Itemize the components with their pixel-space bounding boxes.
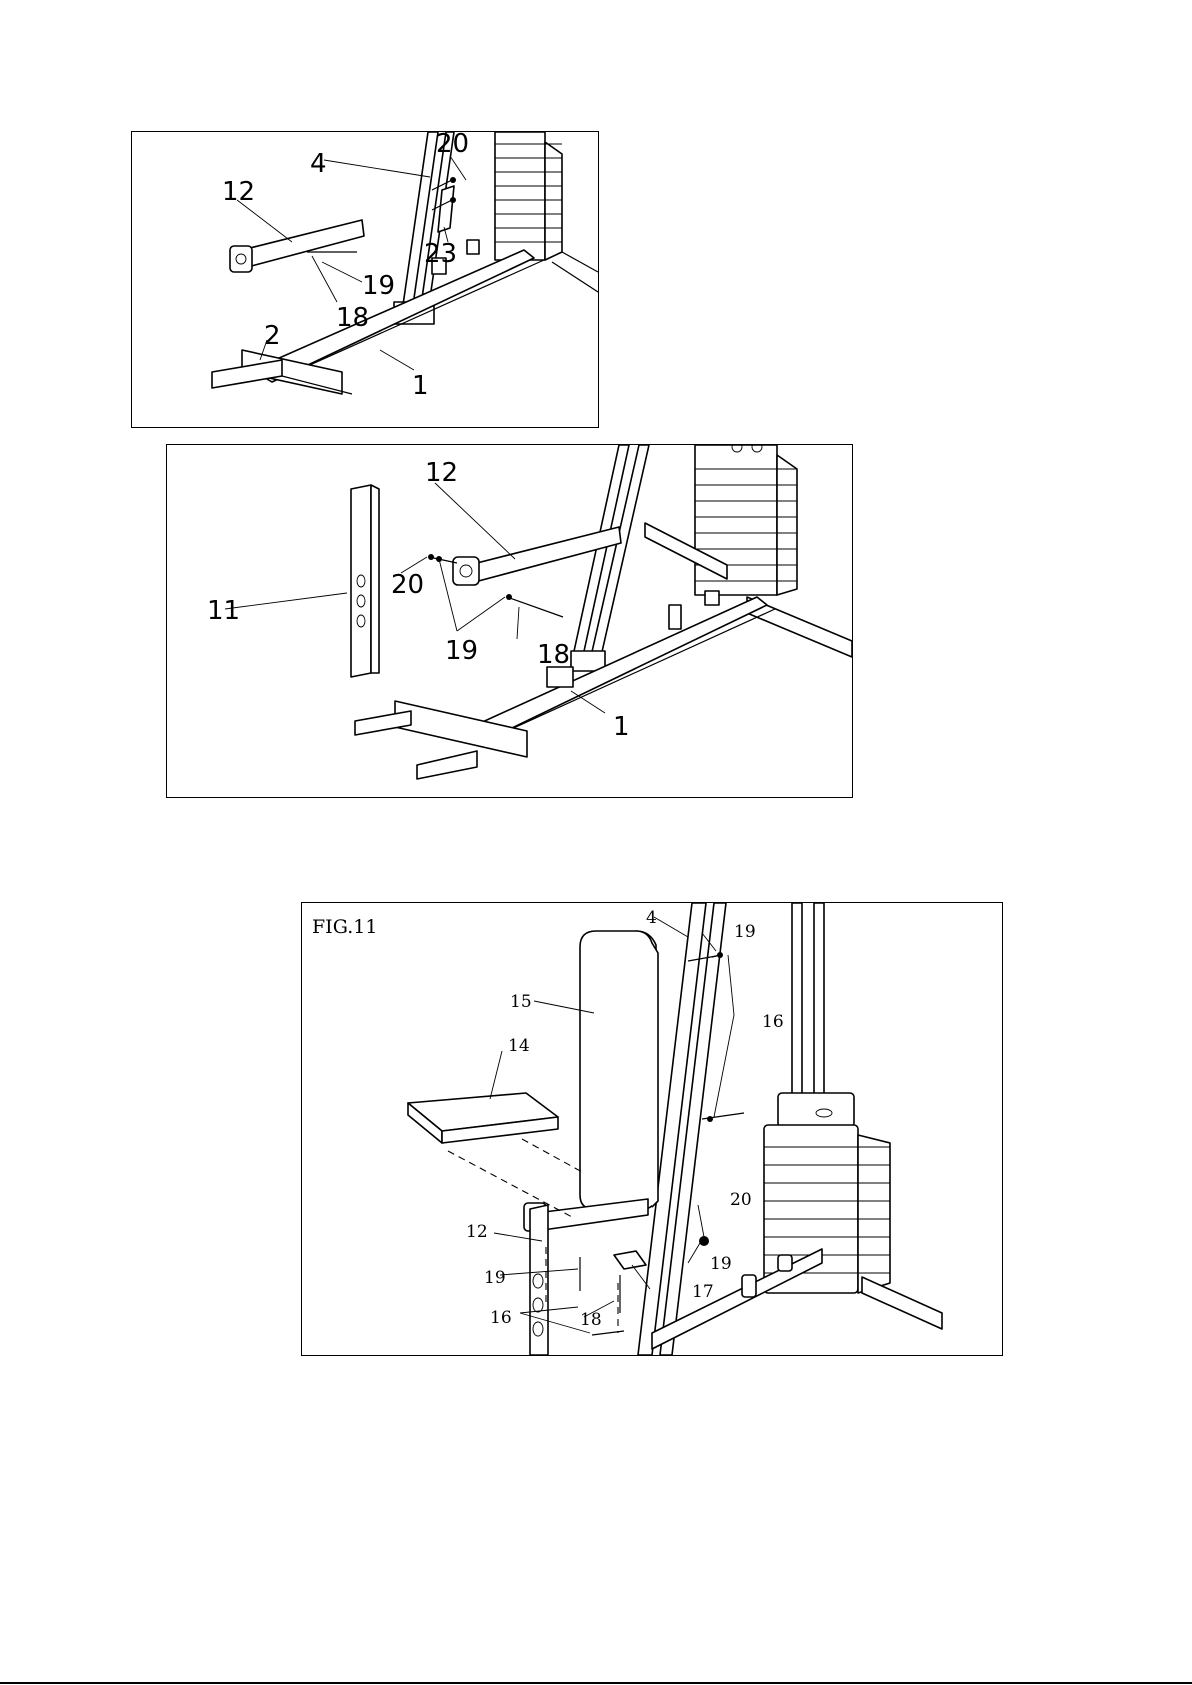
callout-14: 14 <box>508 1036 530 1056</box>
callout-12: 12 <box>425 458 458 488</box>
callout-15: 15 <box>510 992 532 1012</box>
figure-title: FIG.11 <box>312 916 377 938</box>
callout-20: 20 <box>391 570 424 600</box>
callout-16-top: 16 <box>762 1012 784 1032</box>
diagram-c-drawing: FIG.11 <box>302 903 1002 1355</box>
callout-19-left: 19 <box>484 1268 506 1288</box>
weight-stack <box>764 903 890 1293</box>
callout-20: 20 <box>730 1190 752 1210</box>
callout-17: 17 <box>692 1282 714 1302</box>
callout-20: 20 <box>436 132 469 159</box>
callout-4: 4 <box>646 908 657 928</box>
back-pad-15 <box>580 931 658 1209</box>
callout-1: 1 <box>412 371 429 401</box>
callout-4: 4 <box>310 149 327 179</box>
callout-12: 12 <box>222 177 255 207</box>
callout-19: 19 <box>362 271 395 301</box>
diagram-b-drawing: 12 11 20 19 18 1 <box>167 445 852 797</box>
callout-12: 12 <box>466 1222 488 1242</box>
callout-19-right: 19 <box>710 1254 732 1274</box>
callout-23: 23 <box>424 239 457 269</box>
callout-18: 18 <box>336 303 369 333</box>
callout-18: 18 <box>580 1310 602 1330</box>
rear-beam <box>862 1277 942 1329</box>
arm-12 <box>230 220 364 272</box>
page-bottom-rule <box>0 1682 1192 1684</box>
bracket-17 <box>614 1251 646 1269</box>
callout-16-bottom: 16 <box>490 1308 512 1328</box>
assembly-diagram-step-b: 12 11 20 19 18 1 <box>166 444 853 798</box>
seat-pad-14 <box>408 1093 558 1143</box>
diagram-a-drawing: 4 20 12 23 19 18 2 1 <box>132 132 598 427</box>
callout-18: 18 <box>537 640 570 670</box>
callout-2: 2 <box>264 321 281 351</box>
callout-19: 19 <box>445 636 478 666</box>
post-11 <box>351 485 379 677</box>
callout-1: 1 <box>613 712 630 742</box>
weight-stack <box>695 445 797 595</box>
callout-19-top: 19 <box>734 922 756 942</box>
callout-11: 11 <box>207 596 240 626</box>
upright-frame <box>571 445 649 671</box>
assembly-diagram-step-a: 4 20 12 23 19 18 2 1 <box>131 131 599 428</box>
assembly-diagram-fig-11: FIG.11 <box>301 902 1003 1356</box>
